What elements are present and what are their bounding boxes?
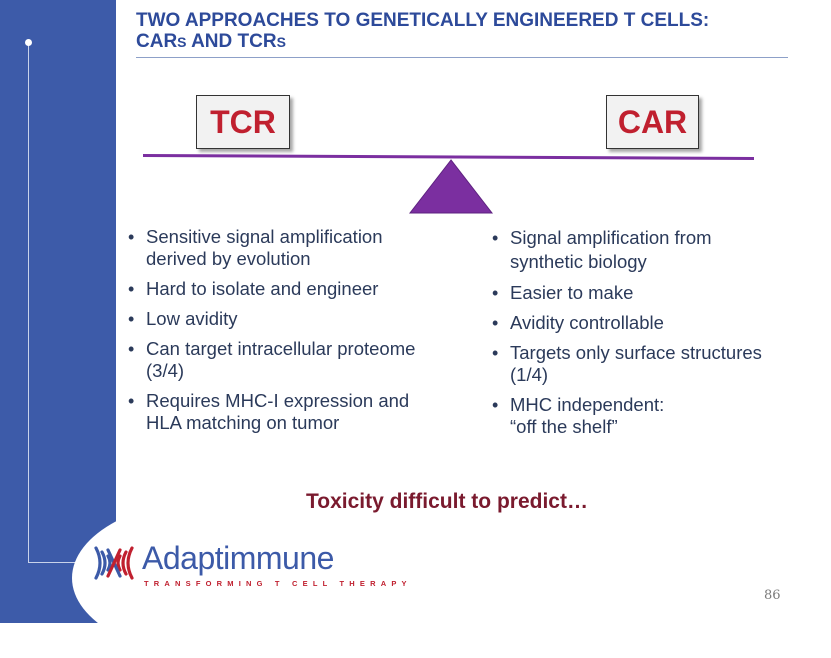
bullet-icon: • [128, 391, 135, 411]
list-item: •Can target intracellular proteome(3/4) [128, 338, 416, 381]
slide-title: TWO APPROACHES TO GENETICALLY ENGINEERED… [136, 10, 786, 53]
bullet-icon: • [128, 339, 135, 359]
title-plural-s1: S [177, 34, 187, 50]
bullet-icon: • [492, 343, 499, 363]
bullet-icon: • [128, 279, 135, 299]
sidebar-vertical-line [28, 43, 29, 563]
slide-title-line1: TWO APPROACHES TO GENETICALLY ENGINEERED… [136, 10, 710, 31]
list-item: •Avidity controllable [492, 312, 664, 333]
slide-title-line2: CARS AND TCRS [136, 31, 786, 53]
title-car: CAR [136, 31, 178, 52]
list-item: •Hard to isolate and engineer [128, 278, 379, 299]
sidebar-dot [25, 39, 32, 46]
bullet-icon: • [492, 283, 499, 303]
seesaw-diagram [143, 154, 754, 214]
bullet-icon: • [128, 227, 135, 247]
sidebar-horizontal-line [28, 562, 98, 563]
page-number: 86 [764, 588, 781, 603]
bullet-icon: • [492, 395, 499, 415]
conclusion-text: Toxicity difficult to predict… [306, 490, 588, 513]
title-divider [136, 57, 788, 58]
bullet-icon: • [492, 228, 499, 248]
tcr-label-box: TCR [196, 95, 290, 149]
company-logo: Adaptimmune TRANSFORMING T CELL THERAPY [90, 540, 407, 588]
title-and-tcr: AND TCR [186, 31, 277, 52]
list-item: •Low avidity [128, 308, 238, 329]
logo-tagline: TRANSFORMING T CELL THERAPY [144, 579, 412, 588]
sidebar-band [0, 0, 116, 623]
bullet-icon: • [128, 309, 135, 329]
logo-name: Adaptimmune [142, 540, 334, 576]
title-plural-s2: S [276, 34, 286, 50]
list-item: •MHC independent:“off the shelf” [492, 394, 665, 437]
list-item: •Targets only surface structures(1/4) [492, 342, 762, 385]
list-item: •Easier to make [492, 282, 634, 303]
car-label-box: CAR [606, 95, 699, 149]
bullet-icon: • [492, 313, 499, 333]
seesaw-fulcrum [408, 159, 494, 214]
seesaw-beam [143, 154, 754, 160]
adaptimmune-logo-mark-icon [94, 546, 134, 580]
